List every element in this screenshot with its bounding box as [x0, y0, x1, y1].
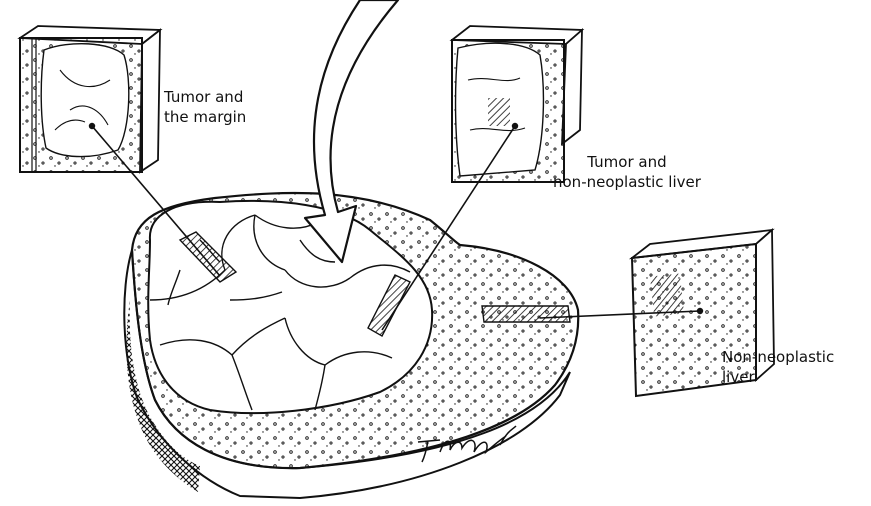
label-tumor-nonneoplastic: Tumor and non-neoplastic liver: [553, 152, 701, 192]
sampling-site-liver: [482, 306, 570, 322]
label-nonneoplastic-liver-line-2: liver: [722, 367, 834, 387]
label-tumor-nonneoplastic-line-2: non-neoplastic liver: [553, 172, 701, 192]
label-tumor-margin: Tumor and the margin: [164, 87, 246, 127]
section-block-margin: [20, 26, 160, 172]
label-tumor-margin-line-1: Tumor and: [164, 87, 246, 107]
label-tumor-margin-line-2: the margin: [164, 107, 246, 127]
label-nonneoplastic-liver-line-1: Non-neoplastic: [722, 347, 834, 367]
label-nonneoplastic-liver: Non-neoplastic liver: [722, 347, 834, 387]
label-tumor-nonneoplastic-line-1: Tumor and: [553, 152, 701, 172]
